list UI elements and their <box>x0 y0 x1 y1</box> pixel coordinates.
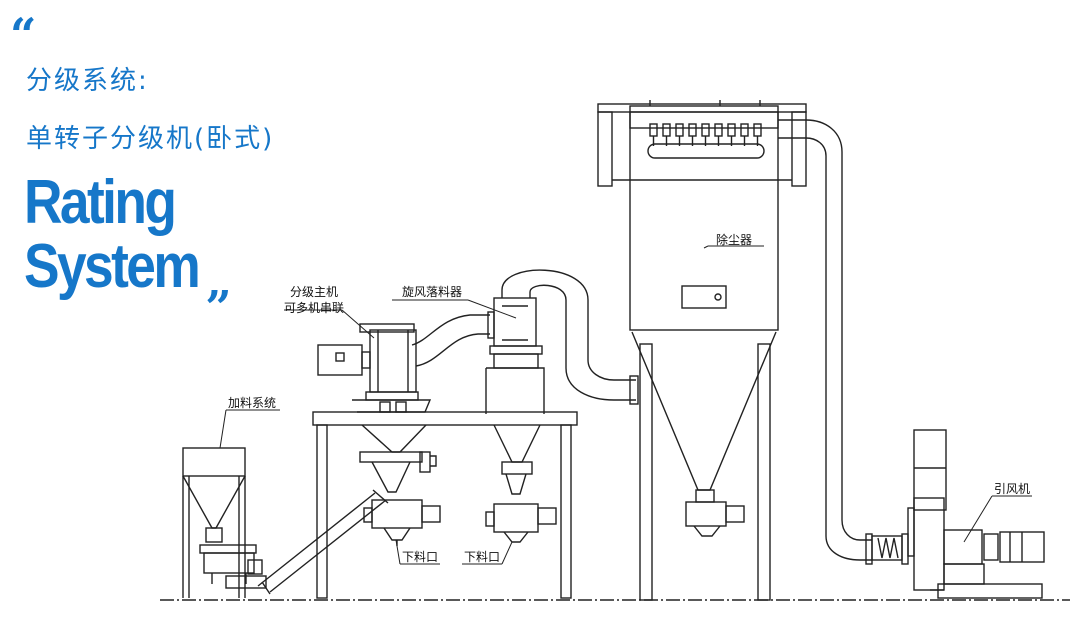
induced-draft-fan <box>907 429 1045 599</box>
support-platform <box>312 411 578 599</box>
label-discharge-1: 下料口 <box>402 550 438 564</box>
screw-conveyor <box>257 489 389 595</box>
classifier-main-unit <box>317 323 441 546</box>
feeding-system <box>182 447 267 598</box>
filter-bag-row <box>649 123 762 146</box>
cyclone-outlet-duct <box>501 269 639 405</box>
title-chinese-2: 单转子分级机(卧式) <box>26 124 275 154</box>
label-dust-collector: 除尘器 <box>716 232 752 247</box>
dust-collector <box>597 100 807 601</box>
filter-bag-valve <box>662 123 671 137</box>
label-cyclone: 旋风落料器 <box>402 285 462 299</box>
filter-bag-valve <box>701 123 710 137</box>
filter-bag-valve <box>688 123 697 137</box>
label-classifier-line2: 可多机串联 <box>284 301 344 315</box>
filter-bag-valve <box>675 123 684 137</box>
title-english-2: System <box>24 232 201 301</box>
close-quote-mark: „ <box>206 254 233 308</box>
leader-lines <box>219 245 1032 565</box>
title-chinese-1: 分级系统: <box>26 66 149 96</box>
filter-bag-valve <box>727 123 736 137</box>
label-feeding-system: 加料系统 <box>228 396 276 410</box>
open-quote-mark: “ <box>10 8 37 62</box>
label-classifier-line1: 分级主机 <box>290 285 338 299</box>
filter-bag-valve <box>649 123 658 137</box>
filter-bag-valve <box>740 123 749 137</box>
cyclone-separator <box>485 297 557 543</box>
filter-bag-valve <box>714 123 723 137</box>
label-fan: 引风机 <box>994 482 1030 496</box>
label-discharge-2: 下料口 <box>464 550 500 564</box>
title-english-1: Rating <box>24 168 177 237</box>
classifier-outlet-duct <box>411 311 495 367</box>
filter-bag-valve <box>753 123 762 137</box>
